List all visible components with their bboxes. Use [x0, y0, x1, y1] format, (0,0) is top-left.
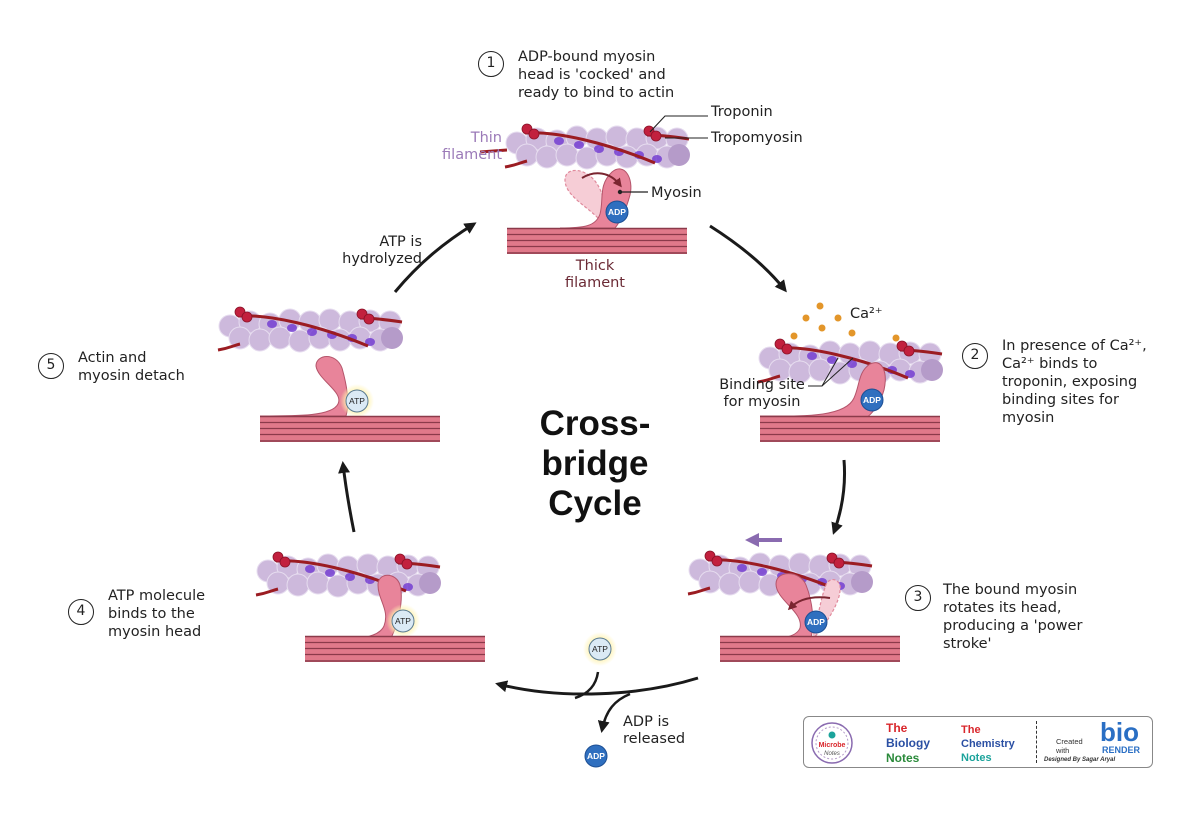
step-4-text: ATP molecule binds to the myosin head: [108, 588, 206, 640]
svg-text:Notes: Notes: [824, 751, 840, 757]
arrow-1-to-2: [709, 224, 787, 293]
atp-text: ATP: [395, 616, 411, 626]
credits-footer: Microbe Notes The Biology Notes The Chem…: [803, 716, 1153, 768]
arrow-5-to-1: [393, 222, 477, 293]
thin-filament-label: Thin filament: [442, 130, 502, 163]
adp-released-label: ADP is released: [623, 714, 686, 747]
troponin-label: Troponin: [711, 104, 773, 120]
power-stroke-arrow: [787, 596, 831, 611]
step-5-text: Actin and myosin detach: [78, 350, 185, 384]
myosin-label: Myosin: [651, 185, 702, 201]
calcium-label: Ca²⁺: [850, 306, 883, 322]
adp-text: ADP: [863, 395, 881, 405]
step-3-text: The bound myosin rotates its head, produ…: [943, 582, 1083, 652]
atp-text: ATP: [349, 396, 365, 406]
myosin-ghost-head: [564, 169, 605, 219]
step-4-number: 4: [68, 599, 94, 625]
binding-site-label: Binding site for myosin: [719, 377, 805, 410]
designed-by-text: Designed By Sagar Aryal: [1044, 757, 1116, 763]
biology-notes-logo: The Biology Notes: [886, 721, 930, 765]
adp-text: ADP: [608, 207, 626, 217]
arrow-3-to-4: [495, 676, 699, 696]
adp-release-arrow: [597, 692, 631, 733]
adp-text: ADP: [807, 617, 825, 627]
step5-illustration: [216, 305, 441, 443]
step2-illustration: [756, 302, 945, 443]
thick-filament: [719, 635, 901, 663]
thin-filament: [254, 550, 443, 599]
chemistry-notes-logo: The Chemistry Notes: [961, 724, 1015, 764]
created-with-text: Created with: [1056, 737, 1083, 755]
step3-illustration: [686, 533, 901, 663]
adp-text: ADP: [587, 751, 605, 761]
svg-text:Microbe: Microbe: [819, 742, 846, 749]
thick-filament: [304, 635, 486, 663]
step-3-number: 3: [905, 585, 931, 611]
arrow-4-to-5: [338, 461, 356, 533]
thick-filament: [259, 415, 441, 443]
calcium-ions: [790, 302, 900, 342]
atp-join-arrow: [574, 671, 600, 700]
thick-filament-label: Thick filament: [565, 258, 625, 291]
footer-divider: [1036, 721, 1037, 763]
thick-filament: [506, 227, 688, 255]
myosin-head: [259, 356, 349, 417]
step-5-number: 5: [38, 353, 64, 379]
step-2-text: In presence of Ca²⁺, Ca²⁺ binds to tropo…: [1002, 338, 1147, 426]
biorender-logo: bio: [1100, 717, 1139, 747]
step4-illustration: [254, 550, 486, 663]
arrow-2-to-3: [831, 459, 846, 535]
atp-hydrolyzed-label: ATP is hydrolyzed: [342, 234, 422, 267]
atp-text: ATP: [592, 644, 608, 654]
thick-filament: [759, 415, 941, 443]
diagram-title: Cross- bridge Cycle: [539, 404, 651, 523]
step-1-text: ADP-bound myosin head is 'cocked' and re…: [518, 49, 675, 101]
microbe-notes-logo: Microbe Notes: [811, 722, 853, 764]
biorender-render-text: RENDER: [1102, 745, 1141, 755]
tropomyosin-label: Tropomyosin: [711, 130, 803, 146]
thin-filament: [503, 122, 692, 171]
step-2-number: 2: [962, 343, 988, 369]
step1-illustration: [479, 115, 708, 255]
thin-filament: [216, 305, 405, 354]
cycle-arrows: [338, 222, 846, 733]
step-1-number: 1: [478, 51, 504, 77]
rotation-arrow: [581, 172, 622, 188]
